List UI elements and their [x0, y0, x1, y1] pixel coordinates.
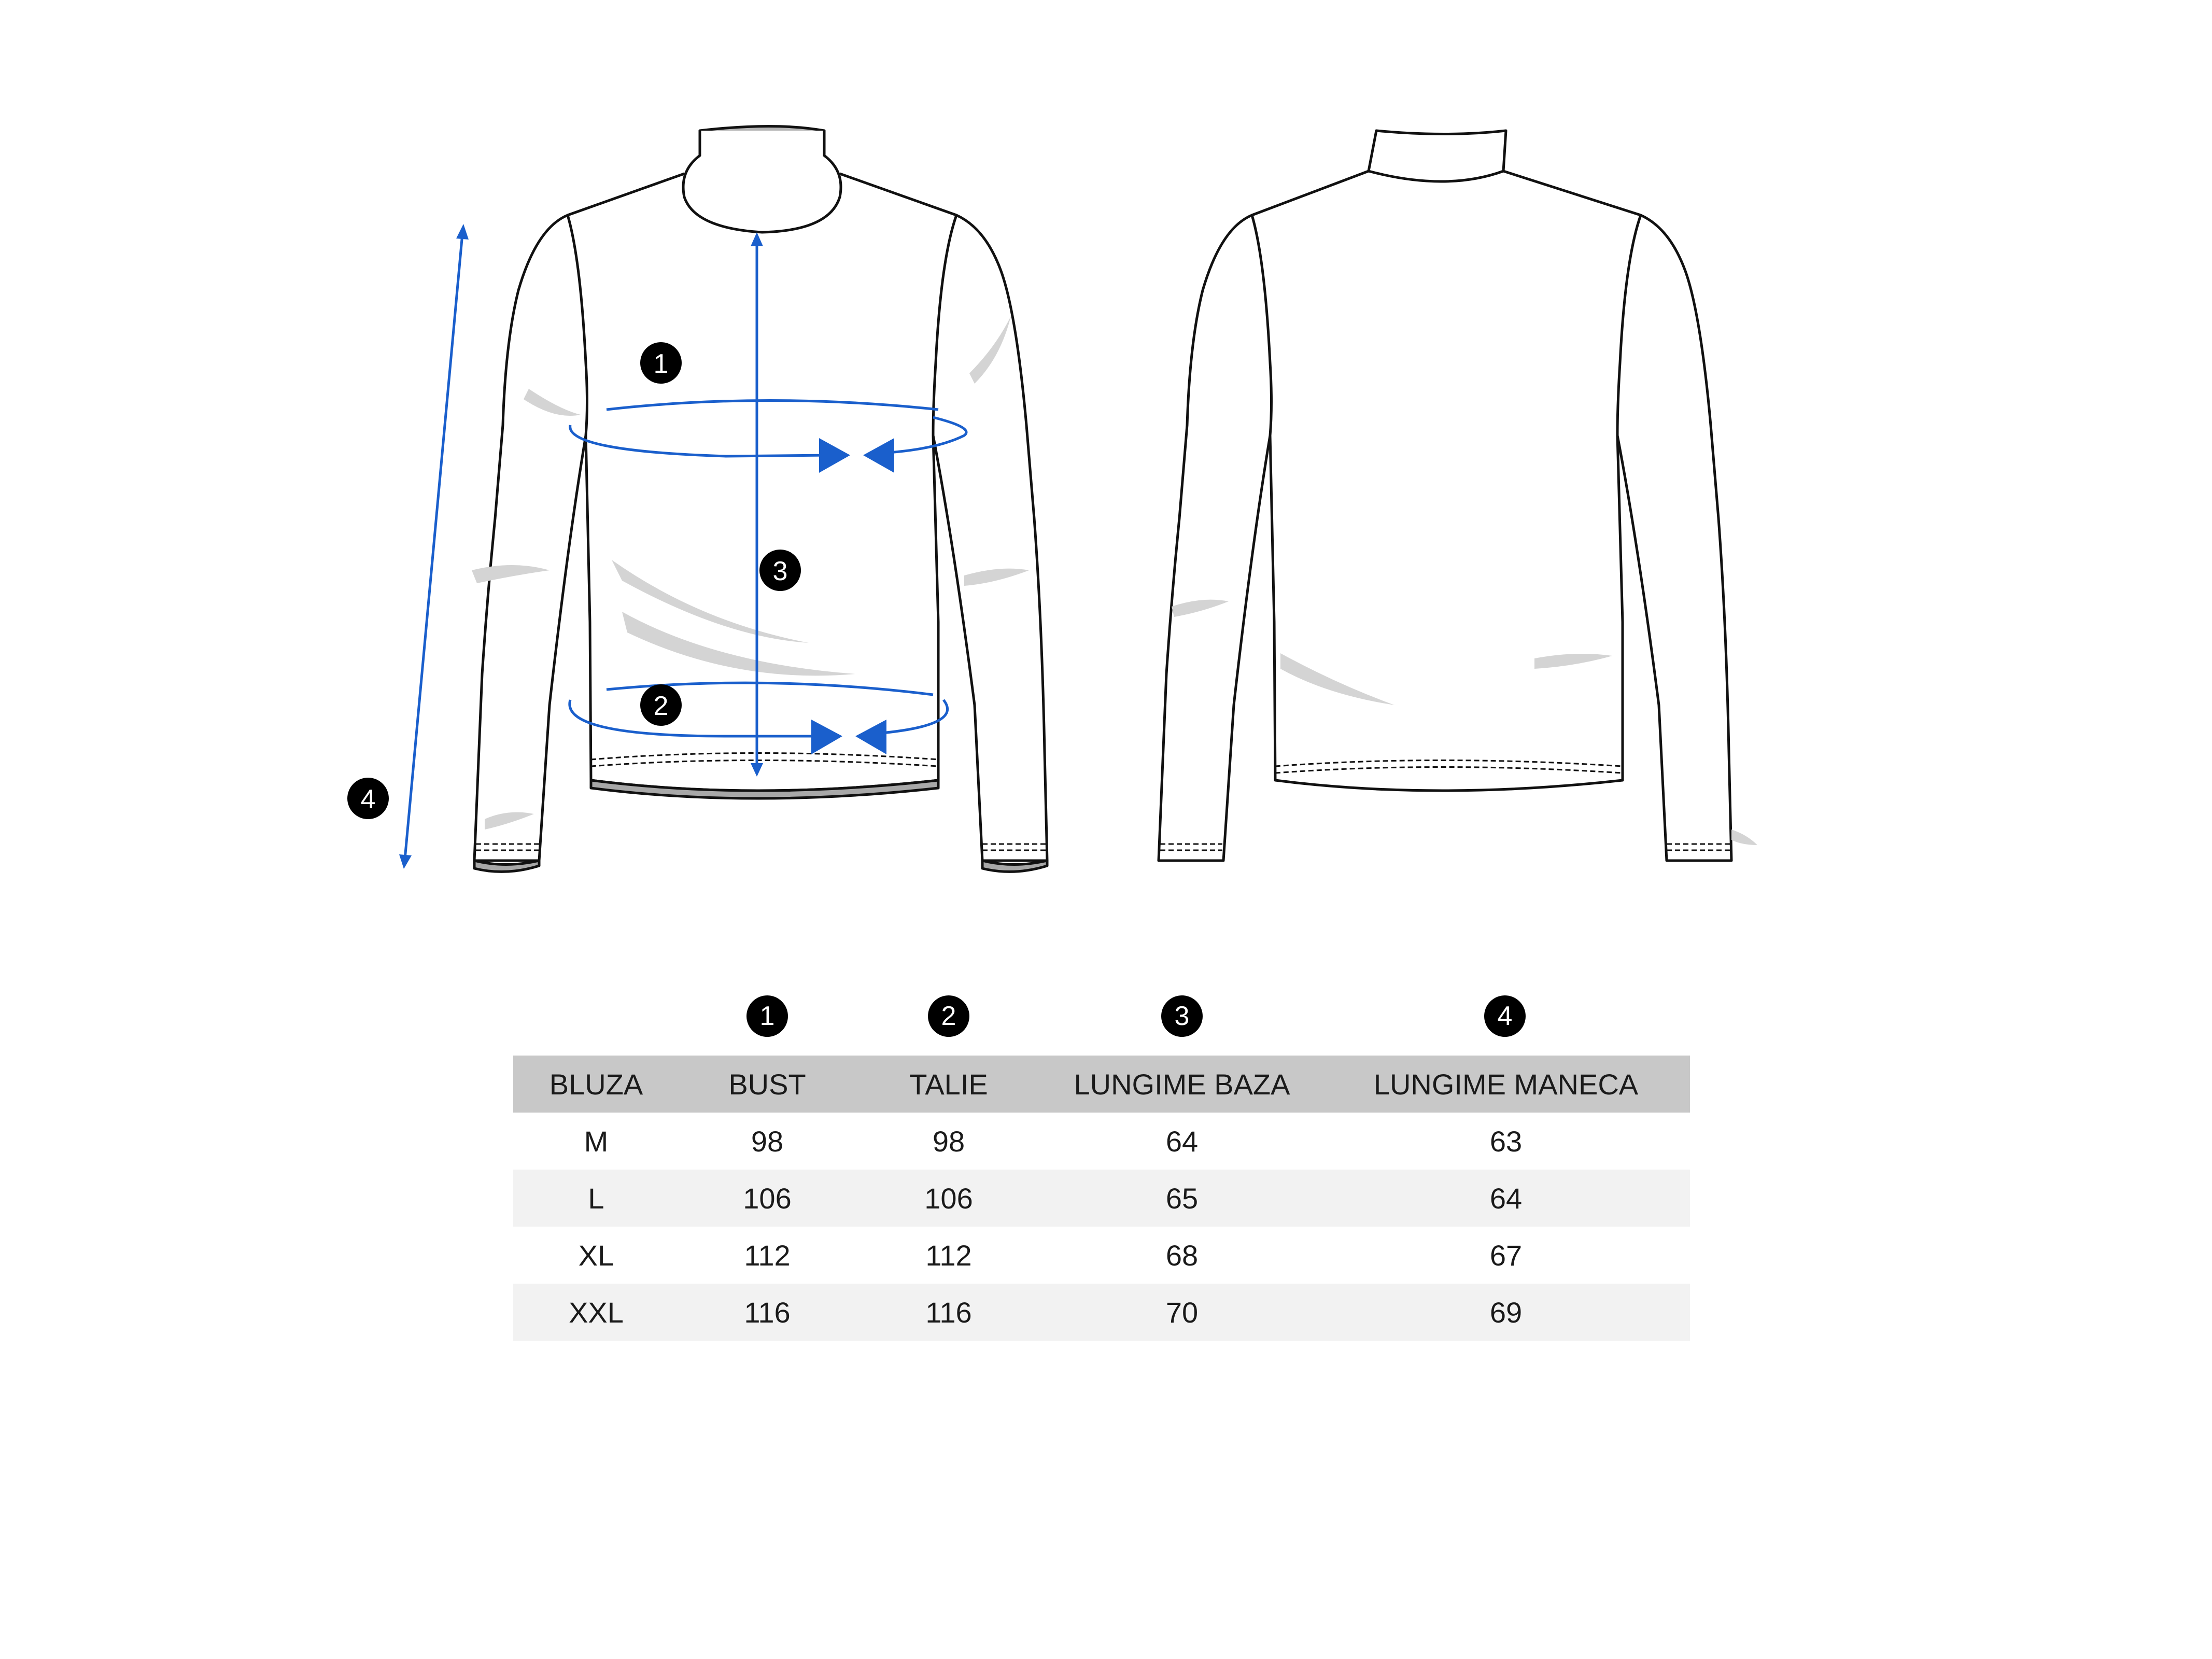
sleeve-length-arrow-bottom: [399, 854, 412, 869]
header-bluza: BLUZA: [513, 1056, 679, 1113]
header-lungime-baza: LUNGIME BAZA: [1042, 1056, 1322, 1113]
column-badge-bust: 1: [746, 995, 788, 1037]
back-left-cuff-stitch: [1160, 843, 1222, 851]
svg-text:1: 1: [654, 349, 669, 379]
front-collar: [682, 131, 842, 234]
svg-text:3: 3: [773, 556, 788, 586]
back-right-cuff-stitch: [1667, 843, 1730, 851]
table-row: XXL 116 116 70 69: [513, 1284, 1690, 1341]
waist-cell: 112: [925, 1239, 972, 1272]
size-table: BLUZA BUST TALIE LUNGIME BAZA LUNGIME MA…: [513, 1056, 1690, 1341]
bust-cell: 112: [744, 1239, 791, 1272]
table-row: XL 112 112 68 67: [513, 1227, 1690, 1284]
back-left-armhole: [1250, 215, 1273, 436]
badge-waist: 2: [640, 684, 682, 726]
size-table-header: BLUZA BUST TALIE LUNGIME BAZA LUNGIME MA…: [513, 1056, 1690, 1113]
waist-arrow-right: [811, 720, 842, 754]
front-right-cuff: [981, 859, 1049, 873]
back-hem-stitch: [1275, 760, 1623, 774]
svg-text:2: 2: [654, 691, 669, 721]
table-row: L 106 106 65 64: [513, 1170, 1690, 1227]
waist-cell: 116: [855, 1284, 1042, 1341]
front-right-cuff-stitch: [982, 843, 1046, 851]
body-length-cell: 64: [1165, 1124, 1199, 1158]
size-cell: XXL: [513, 1284, 679, 1341]
body-length-cell: 65: [1042, 1170, 1322, 1227]
column-badge-body-length: 3: [1161, 995, 1203, 1037]
waist-ellipse-top: [606, 681, 934, 696]
front-left-armhole: [566, 215, 588, 436]
column-badge-sleeve-length: 4: [1484, 995, 1526, 1037]
waist-arrow-left: [855, 720, 886, 754]
measurement-guides: [403, 228, 968, 865]
front-hem-stitch: [590, 752, 939, 767]
badge-body-length: 3: [759, 550, 801, 591]
measurement-arrowheads: [399, 224, 894, 869]
front-view: [473, 125, 1049, 873]
header-bust: BUST: [679, 1056, 855, 1113]
bust-arrow-left: [863, 438, 894, 473]
waist-ellipse-bottom: [568, 699, 819, 738]
column-badge-row: 1 2 3 4: [513, 995, 1690, 1042]
header-lungime-maneca: LUNGIME MANECA: [1322, 1056, 1690, 1113]
bust-ellipse-top: [606, 399, 939, 411]
front-hem-band: [589, 779, 940, 800]
back-view: [1157, 129, 1733, 862]
waist-cell: 106: [855, 1170, 1042, 1227]
waist-cell: 98: [932, 1124, 965, 1158]
svg-text:4: 4: [361, 784, 376, 814]
sleeve-length-cell: 63: [1489, 1124, 1523, 1158]
front-body-outline: [473, 172, 1049, 862]
front-right-armhole: [932, 215, 958, 436]
body-length-arrow-bottom: [751, 763, 763, 777]
size-cell: L: [513, 1170, 679, 1227]
header-talie: TALIE: [855, 1056, 1042, 1113]
size-cell: M: [584, 1124, 609, 1158]
waist-ellipse-right: [876, 699, 949, 735]
body-length-arrow-top: [751, 232, 763, 246]
sleeve-length-cell: 64: [1322, 1170, 1690, 1227]
bust-ellipse-bottom: [569, 425, 830, 458]
sleeve-length-cell: 67: [1489, 1239, 1523, 1272]
badge-sleeve-length: 4: [347, 778, 389, 819]
bust-arrow-right: [819, 438, 850, 473]
front-shading: [472, 316, 1029, 830]
sleeve-length-line: [403, 228, 464, 865]
back-body-outline: [1157, 170, 1733, 862]
front-left-cuff-stitch: [476, 843, 539, 851]
bust-ellipse-right: [870, 416, 968, 455]
body-length-cell: 70: [1042, 1284, 1322, 1341]
column-badge-waist: 2: [928, 995, 969, 1037]
badge-bust: 1: [640, 342, 682, 384]
body-length-cell: 68: [1165, 1239, 1199, 1272]
sleeve-length-cell: 69: [1322, 1284, 1690, 1341]
back-collar: [1367, 129, 1507, 183]
garment-illustration: 1 3 2 4: [347, 125, 1757, 873]
size-cell: XL: [578, 1239, 614, 1272]
back-shading: [1172, 599, 1757, 845]
bust-cell: 98: [751, 1124, 784, 1158]
back-right-armhole: [1616, 215, 1642, 436]
front-left-cuff: [473, 859, 541, 873]
bust-cell: 106: [679, 1170, 855, 1227]
sleeve-length-arrow-top: [456, 224, 469, 240]
table-row: M 98 98 64 63: [513, 1113, 1690, 1170]
bust-cell: 116: [679, 1284, 855, 1341]
